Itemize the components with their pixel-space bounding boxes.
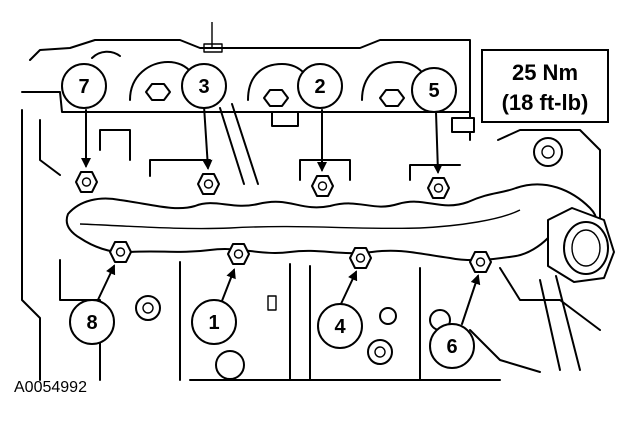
manifold-bolts [75, 171, 492, 273]
torque-spec-box: 25 Nm (18 ft-lb) [481, 49, 609, 123]
arrow-4 [339, 270, 358, 307]
callout-label: 3 [198, 76, 209, 98]
arrow-6 [461, 274, 481, 325]
callout-label: 4 [334, 316, 346, 338]
torque-metric: 25 Nm [512, 60, 578, 85]
bolt-5 [427, 177, 450, 199]
callout-1: 1 [191, 299, 237, 345]
bolt-2 [311, 175, 334, 197]
callout-7: 7 [61, 63, 107, 109]
bolt-4 [349, 247, 372, 269]
arrow-5 [432, 111, 443, 174]
bolt-7 [75, 171, 98, 193]
torque-imperial: (18 ft-lb) [502, 90, 589, 115]
callout-label: 6 [446, 336, 457, 358]
callout-2: 2 [297, 63, 343, 109]
bolt-6 [469, 251, 492, 273]
arrow-8 [95, 264, 116, 305]
engine-block [21, 22, 601, 381]
callout-6: 6 [429, 323, 475, 369]
exhaust-manifold [65, 183, 615, 283]
bolt-1 [227, 243, 250, 265]
callout-3: 3 [181, 63, 227, 109]
callout-label: 1 [208, 312, 219, 334]
arrow-3 [202, 105, 213, 170]
bolt-callouts: 7 3 2 5 8 1 4 6 [61, 63, 475, 369]
top-nut-row [145, 83, 405, 107]
arrow-1 [219, 268, 236, 307]
callout-label: 5 [428, 80, 439, 102]
callout-8: 8 [69, 299, 115, 345]
callout-4: 4 [317, 303, 363, 349]
callout-label: 2 [314, 76, 325, 98]
callout-label: 8 [86, 312, 97, 334]
callout-5: 5 [411, 67, 457, 113]
callout-arrows [81, 105, 481, 325]
bolt-3 [197, 173, 220, 195]
figure-reference-code: A0054992 [14, 379, 87, 396]
callout-label: 7 [78, 76, 89, 98]
bolt-8 [109, 241, 132, 263]
